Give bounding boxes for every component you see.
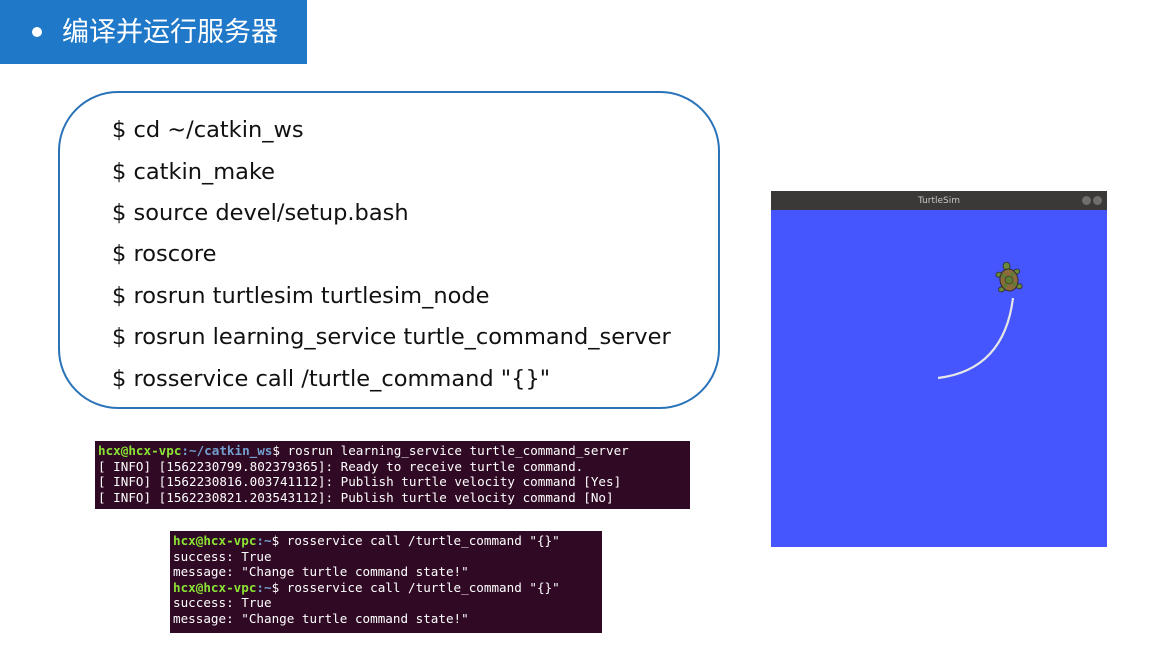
command-line: $ source devel/setup.bash: [112, 200, 409, 226]
slide-title: 编译并运行服务器: [62, 16, 278, 48]
prompt-path: :~: [256, 533, 272, 548]
prompt-path: :~: [256, 579, 272, 595]
prompt-command: $ rosservice call /turtle_command "{}": [271, 533, 560, 548]
prompt-path: :~/catkin_ws: [181, 443, 273, 458]
prompt-user: hcx@hcx-vpc: [173, 533, 257, 548]
command-line: $ roscore: [112, 241, 217, 267]
server-terminal: hcx@hcx-vpc:~/catkin_ws$ rosrun learning…: [95, 441, 690, 509]
terminal-output-line: message: "Change turtle command state!": [173, 610, 469, 626]
terminal-prompt-line: hcx@hcx-vpc:~$ rosservice call /turtle_c…: [173, 533, 599, 549]
terminal-prompt-line: hcx@hcx-vpc:~$ rosservice call /turtle_c…: [173, 580, 599, 596]
terminal-output-line: [ INFO] [1562230816.003741112]: Publish …: [98, 474, 622, 489]
prompt-user: hcx@hcx-vpc: [98, 443, 182, 458]
command-line: $ catkin_make: [112, 159, 276, 185]
window-titlebar[interactable]: TurtleSim: [771, 191, 1107, 210]
command-line: $ rosrun learning_service turtle_command…: [112, 324, 671, 350]
terminal-prompt-line: hcx@hcx-vpc:~/catkin_ws$ rosrun learning…: [98, 443, 687, 459]
command-line: $ rosrun turtlesim turtlesim_node: [112, 283, 490, 309]
prompt-command: $ rosservice call /turtle_command "{}": [271, 579, 560, 595]
turtlesim-window[interactable]: TurtleSim: [771, 191, 1107, 547]
terminal-output-line: [ INFO] [1562230821.203543112]: Publish …: [98, 489, 614, 505]
prompt-command: $ rosrun learning_service turtle_command…: [272, 443, 629, 458]
terminal-output-line: success: True: [173, 548, 272, 564]
command-line: $ rosservice call /turtle_command "{}": [112, 366, 551, 392]
turtle-path: [937, 297, 1015, 380]
prompt-user: hcx@hcx-vpc: [173, 579, 257, 595]
command-line: $ cd ~/catkin_ws: [112, 117, 304, 143]
terminal-output-line: success: True: [173, 595, 272, 610]
turtle-icon: [995, 261, 1023, 293]
client-terminal: hcx@hcx-vpc:~$ rosservice call /turtle_c…: [170, 531, 602, 633]
window-close-icon[interactable]: [1093, 196, 1102, 205]
window-minimize-icon[interactable]: [1082, 196, 1091, 205]
terminal-output-line: message: "Change turtle command state!": [173, 564, 469, 579]
terminal-output-line: [ INFO] [1562230799.802379365]: Ready to…: [98, 458, 584, 474]
command-list-box: $ cd ~/catkin_ws $ catkin_make $ source …: [58, 91, 720, 409]
slide-title-banner: 编译并运行服务器: [0, 0, 307, 64]
window-title: TurtleSim: [917, 195, 961, 206]
turtlesim-canvas: [937, 261, 1023, 380]
bullet-icon: [32, 27, 42, 37]
